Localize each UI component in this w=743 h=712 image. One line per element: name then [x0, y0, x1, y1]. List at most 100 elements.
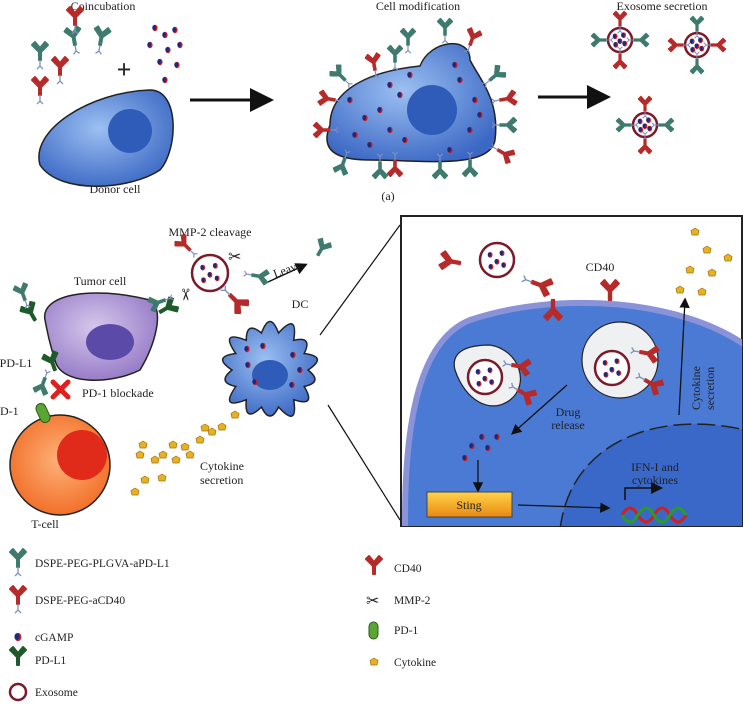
cgamp-icon: [200, 264, 206, 271]
cytokine-icon: [690, 227, 700, 236]
inset-cytokines: [675, 227, 733, 296]
cgamp-icon: [212, 262, 218, 269]
antibody-icon: [317, 89, 344, 106]
cgamp-icon: [290, 351, 296, 359]
legend-label: Exosome: [35, 687, 78, 699]
cgamp-icon: [617, 38, 623, 45]
cgamp-icon: [14, 632, 22, 642]
antibody-icon: [329, 64, 353, 88]
cgamp-icon: [647, 125, 653, 132]
pd1-blockade-label: PD-1 blockade: [82, 386, 154, 400]
antibody-icon: [66, 6, 84, 35]
pd1-receptor: [35, 402, 51, 424]
cytokine-icon: [140, 475, 150, 484]
antibody-icon: [590, 32, 614, 48]
antibody-icon: [9, 548, 27, 577]
cgamp-icon: [387, 81, 393, 89]
cytokine-icon: [150, 455, 160, 464]
antibody-icon: [51, 56, 69, 85]
antibody-icon: [371, 153, 389, 180]
antibody-icon: [635, 372, 665, 396]
legend-label: DSPE-PEG-aCD40: [35, 595, 125, 607]
modified-cell: [326, 43, 497, 163]
cgamp-icon: [475, 369, 481, 375]
zoom-line: [319, 224, 401, 336]
legend-label: MMP-2: [394, 595, 431, 607]
antibody-icon: [600, 279, 620, 302]
inset-cytokine-secretion-label: Cytokinesecretion: [689, 366, 717, 410]
cgamp-icon: [476, 380, 482, 387]
cgamp-icon: [616, 370, 622, 376]
t-cell: [9, 402, 111, 516]
cgamp-icon: [252, 378, 258, 386]
pd1-icon: [368, 621, 379, 640]
cgamp-icon: [245, 361, 251, 369]
pd-l1-icon: [41, 350, 59, 372]
cytokine-icon: [130, 487, 140, 496]
cgamp-icon: [162, 76, 168, 84]
plus-sign: +: [117, 55, 132, 84]
pd-l1-antibodies: [12, 282, 180, 396]
inset-panel: [400, 215, 743, 527]
antibody-icon: [612, 46, 628, 70]
cgamp-cluster: [147, 24, 183, 84]
exosome-icon: [478, 241, 516, 279]
scissors-icon: ✂: [366, 593, 379, 610]
pd-l1-label: PD-L1: [0, 356, 32, 370]
cytokine-icon: [207, 427, 217, 436]
cgamp-icon: [614, 358, 620, 365]
cgamp-icon: [152, 24, 158, 32]
cgamp-icon: [387, 126, 393, 134]
cgamp-icon: [613, 41, 619, 48]
cgamp-icon: [622, 40, 628, 47]
antibody-icon: [399, 27, 417, 54]
cgamp-icon: [165, 46, 171, 54]
antibody-icon: [489, 143, 516, 164]
cytokine-particles: [130, 342, 303, 496]
cgamp-icon: [469, 442, 475, 450]
antibody-icon: [612, 10, 628, 34]
antibody-icon: [482, 64, 507, 88]
exosome-secretion-title: Exosome secretion: [617, 0, 708, 13]
cgamp-icon: [699, 45, 705, 52]
cytokine-icon: [707, 268, 717, 277]
tumor-cell-label: Tumor cell: [74, 274, 127, 288]
cgamp-icon: [494, 433, 500, 441]
cgamp-icon: [501, 262, 507, 268]
cgamp-icon: [485, 444, 491, 452]
cgamp-icon: [347, 96, 353, 104]
pd-l1-icon: [19, 300, 37, 322]
cgamp-icon: [297, 366, 303, 374]
cytokine-icon: [157, 473, 167, 482]
cgamp-icon: [637, 118, 643, 125]
donor-cell: [38, 89, 174, 187]
coincubation-title: Coincubation: [71, 0, 136, 13]
cgamp-icon: [499, 250, 505, 257]
antibody-icon: [364, 52, 381, 79]
sting-box: [426, 491, 513, 518]
cytokine-icon: [168, 440, 178, 449]
cgamp-icon: [362, 114, 368, 122]
cgamp-icon: [214, 275, 220, 282]
cgamp-icon: [457, 76, 463, 84]
cytokine-icon: [195, 435, 205, 444]
cd40-icon: [365, 555, 383, 575]
arrow-icon: [517, 502, 611, 513]
cytokine-icon: [697, 287, 707, 296]
cgamp-icon: [487, 367, 493, 374]
antibody-icon: [521, 275, 554, 298]
antibody-icon: [63, 25, 82, 55]
cgamp-icon: [260, 342, 266, 350]
pd-l1-icon: [158, 296, 180, 314]
scissors-icon: ✂: [228, 249, 241, 266]
exosome-icon: [593, 349, 631, 387]
cgamp-icon: [489, 379, 495, 385]
antibody-icon: [31, 41, 49, 70]
cgamp-icon: [479, 433, 485, 441]
pd-l1-icon: [9, 646, 27, 666]
cgamp-icon: [352, 131, 358, 139]
antibody-icon: [667, 37, 691, 53]
